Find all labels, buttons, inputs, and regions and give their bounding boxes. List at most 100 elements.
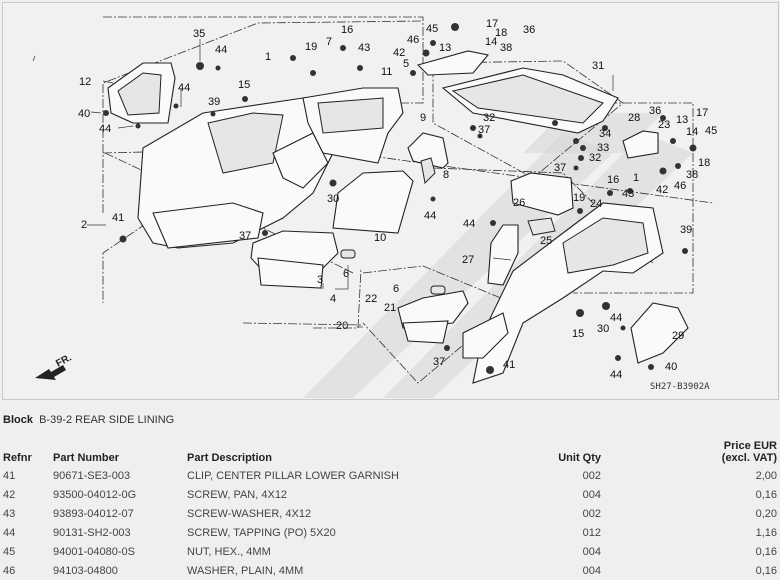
header-refnr: Refnr — [3, 452, 32, 464]
cell-price: 0,20 — [755, 507, 777, 520]
cell-part-number[interactable]: 90131-SH2-003 — [53, 526, 131, 539]
callout: 19 — [573, 192, 585, 204]
callout: 6 — [343, 268, 349, 280]
cell-description: SCREW, TAPPING (PO) 5X20 — [187, 526, 336, 539]
parts-diagram: 35 44 12 44 40 44 15 39 1 19 16 7 43 45 … — [2, 2, 779, 400]
callout: 15 — [572, 328, 584, 340]
part-8-clip — [420, 157, 436, 185]
callout: 11 — [381, 66, 392, 78]
callout: 28 — [628, 112, 640, 124]
callout: 3 — [317, 274, 323, 286]
callout: 41 — [503, 359, 515, 371]
callout: 44 — [215, 44, 227, 56]
cell-refnr: 42 — [3, 488, 16, 501]
callout: 4 — [330, 293, 336, 305]
diagram-code: SH27-B3902A — [650, 382, 710, 392]
header-part-number: Part Number — [53, 452, 120, 464]
callout: 18 — [495, 27, 507, 39]
callout: 5 — [403, 58, 409, 70]
cell-part-number[interactable]: 94103-04800 — [53, 564, 118, 577]
part-10-cover — [332, 170, 414, 234]
callout: 30 — [597, 323, 609, 335]
leader-lines — [32, 39, 614, 328]
arrow-icon — [35, 365, 66, 380]
callout: 7 — [326, 36, 332, 48]
cell-refnr: 45 — [3, 545, 16, 558]
callout: 43 — [358, 42, 370, 54]
callout: 16 — [607, 174, 619, 186]
callout: 31 — [592, 60, 604, 72]
cell-part-number[interactable]: 90671-SE3-003 — [53, 469, 131, 482]
callout: 15 — [238, 79, 250, 91]
cell-refnr: 43 — [3, 507, 16, 520]
callout: 20 — [336, 320, 348, 332]
callout: 46 — [674, 180, 686, 192]
header-price: Price EUR(excl. VAT) — [604, 434, 780, 466]
callout: 44 — [463, 218, 475, 230]
callout: 30 — [327, 193, 339, 205]
cell-qty: 002 — [582, 507, 601, 520]
callout: 13 — [676, 114, 688, 126]
cell-part-number[interactable]: 93893-04012-07 — [53, 507, 134, 520]
callout: 13 — [439, 42, 451, 54]
callout: 40 — [78, 108, 90, 120]
cell-description: NUT, HEX., 4MM — [187, 545, 271, 558]
callout: 33 — [597, 142, 609, 154]
cell-refnr: 44 — [3, 526, 16, 539]
cell-qty: 004 — [582, 564, 601, 577]
callout: 32 — [483, 112, 495, 124]
callout: 24 — [590, 198, 602, 210]
callout: 35 — [193, 28, 205, 40]
part-12-bracket — [107, 62, 176, 124]
table-header-row: Refnr Part Number Part Description Unit … — [0, 434, 780, 466]
callout: 14 — [485, 36, 497, 48]
callout: 27 — [462, 254, 474, 266]
cell-price: 0,16 — [755, 564, 777, 577]
table-row: 43 93893-04012-07 SCREW-WASHER, 4X12 002… — [0, 504, 780, 523]
callout: 42 — [393, 47, 405, 59]
table-row: 44 90131-SH2-003 SCREW, TAPPING (PO) 5X2… — [0, 523, 780, 542]
cell-refnr: 46 — [3, 564, 16, 577]
callout: 43 — [622, 188, 634, 200]
callout: 42 — [656, 184, 668, 196]
callout: 37 — [433, 356, 445, 368]
block-label: Block — [3, 414, 33, 426]
callout: 36 — [649, 105, 661, 117]
exploded-view-drawing: 35 44 12 44 40 44 15 39 1 19 16 7 43 45 … — [32, 16, 717, 398]
cell-part-number[interactable]: 93500-04012-0G — [53, 488, 137, 501]
table-row: 41 90671-SE3-003 CLIP, CENTER PILLAR LOW… — [0, 466, 780, 485]
callout: 38 — [500, 42, 512, 54]
callout: 39 — [208, 96, 220, 108]
fasteners — [103, 23, 697, 374]
callout: 17 — [696, 107, 708, 119]
cell-part-number[interactable]: 94001-04080-0S — [53, 545, 135, 558]
cell-qty: 004 — [582, 488, 601, 501]
callout: 8 — [443, 169, 449, 181]
callout: 32 — [589, 152, 601, 164]
callout: 45 — [705, 125, 717, 137]
callout: 21 — [384, 302, 396, 314]
part-5-lid — [416, 50, 490, 76]
callout: 41 — [112, 212, 124, 224]
callout: 2 — [81, 219, 87, 231]
callout: 44 — [610, 369, 622, 381]
callout: 1 — [265, 51, 271, 63]
part-21-tray — [397, 290, 469, 344]
callout: 37 — [554, 162, 566, 174]
callout: 45 — [426, 23, 438, 35]
callout: 37 — [239, 230, 251, 242]
callout: 44 — [610, 312, 622, 324]
callout: 18 — [698, 157, 710, 169]
callout: 14 — [686, 126, 698, 138]
cell-description: SCREW, PAN, 4X12 — [187, 488, 288, 501]
header-qty: Unit Qty — [558, 452, 601, 464]
part-4-tray — [250, 230, 339, 289]
callout-labels: 35 44 12 44 40 44 15 39 1 19 16 7 43 45 … — [78, 18, 717, 381]
front-direction-indicator: FR. — [35, 352, 74, 380]
block-title: Block B-39-2 REAR SIDE LINING — [3, 414, 174, 426]
cell-refnr: 41 — [3, 469, 16, 482]
cell-price: 1,16 — [755, 526, 777, 539]
callout: 44 — [99, 123, 111, 135]
callout: 37 — [478, 124, 490, 136]
part-upper-trim — [302, 87, 404, 164]
